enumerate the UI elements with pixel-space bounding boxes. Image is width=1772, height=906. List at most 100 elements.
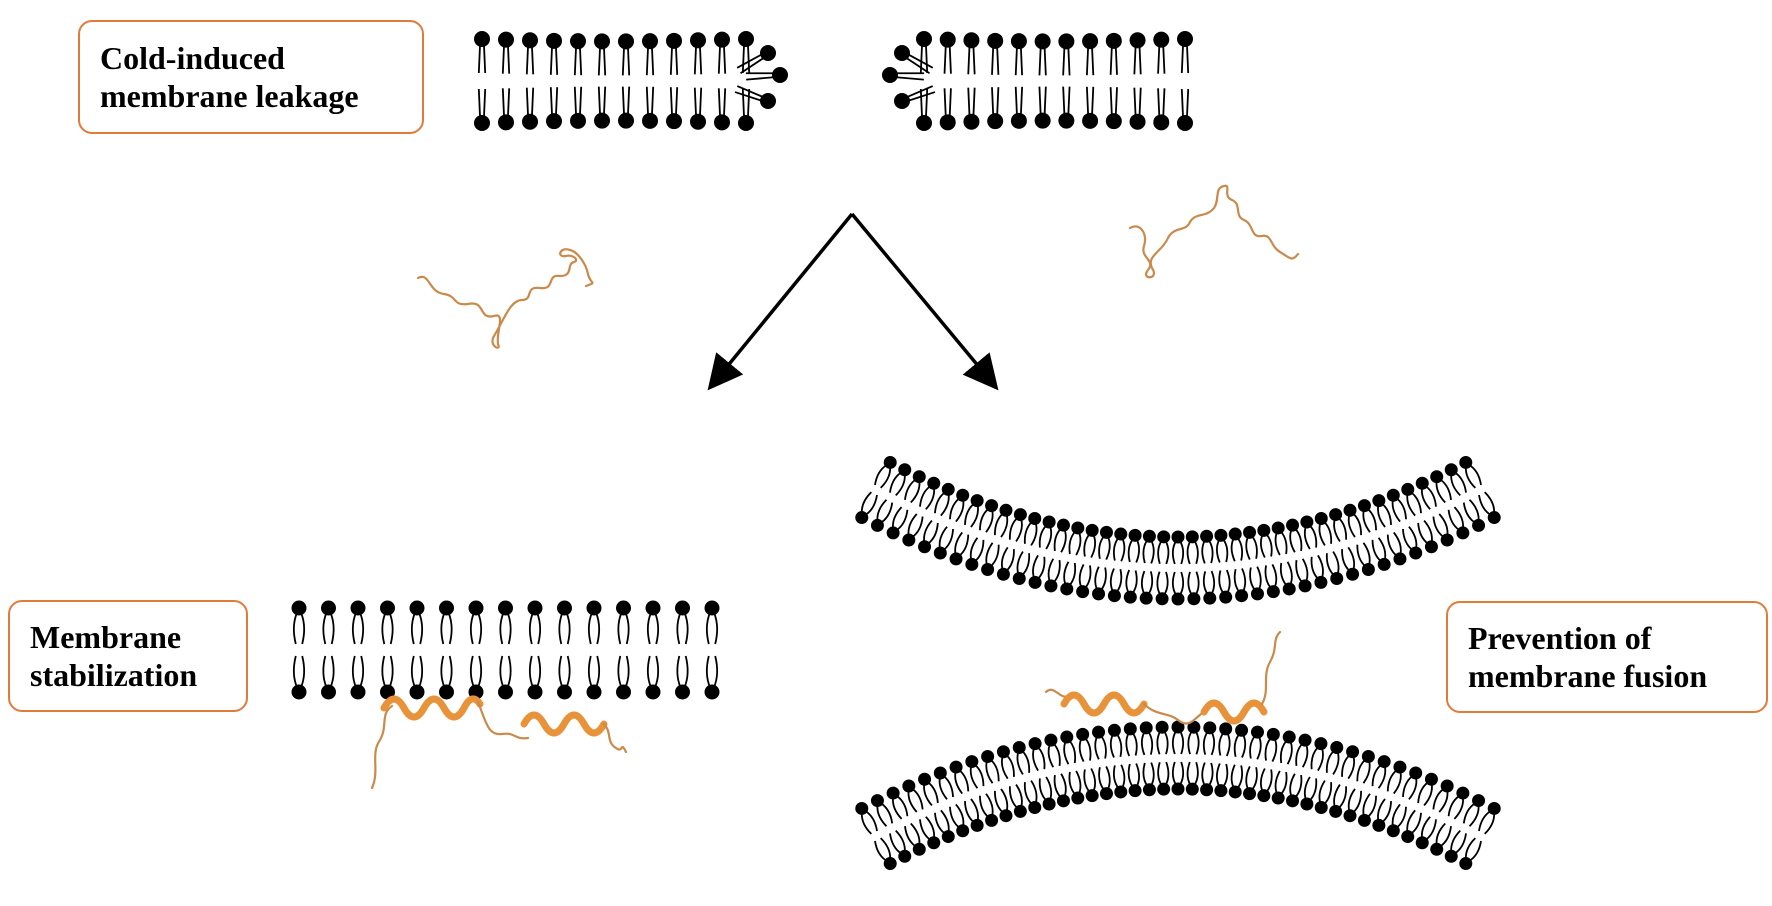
lipid-head <box>1228 527 1242 541</box>
lipid <box>1185 530 1199 565</box>
lipid-tail <box>1133 45 1137 75</box>
lipid <box>1177 88 1193 131</box>
lipid-tail <box>1201 539 1206 564</box>
lipid-tail <box>1201 762 1206 787</box>
lipid-tail <box>1047 744 1055 768</box>
lipid <box>1357 793 1377 827</box>
protein-coil <box>370 704 394 790</box>
lipid <box>1228 764 1243 799</box>
lipid-head <box>498 31 514 48</box>
lipid-tail <box>1402 775 1414 798</box>
lipid-tail <box>1037 556 1046 580</box>
lipid <box>618 33 634 76</box>
lipid <box>642 33 658 76</box>
lipid <box>1430 470 1452 504</box>
lipid-tail <box>876 499 888 522</box>
lipid-tail <box>1163 571 1169 596</box>
lipid <box>1341 546 1360 581</box>
lipid <box>546 32 562 75</box>
lipid <box>981 749 1000 784</box>
lipid-tail <box>1179 730 1185 755</box>
lipid-head <box>1266 585 1280 599</box>
lipid-head <box>939 114 956 131</box>
lipid-head <box>1329 804 1343 818</box>
lipid-tail <box>651 45 655 76</box>
lipid-tail <box>1157 540 1163 564</box>
lipid-head <box>963 113 980 130</box>
lipid-tail <box>300 655 306 688</box>
lipid-tail <box>1323 782 1333 805</box>
lipid-tail <box>1032 747 1039 772</box>
lipid-tail <box>1030 522 1038 546</box>
lipid <box>919 476 941 510</box>
lipid-tail <box>979 795 990 818</box>
lipid-tail <box>954 771 963 795</box>
lipid <box>1415 476 1437 510</box>
lipid-tail <box>927 522 939 545</box>
lipid-tail <box>925 43 929 74</box>
lipid-head <box>927 476 941 490</box>
lipid <box>642 86 658 129</box>
lipid-head <box>1028 511 1042 525</box>
lipid-head <box>1243 525 1257 539</box>
lipid-head <box>675 684 690 700</box>
lipid-head <box>1139 721 1153 735</box>
lipid <box>594 33 610 76</box>
lipid <box>1233 568 1249 603</box>
lipid <box>1233 723 1249 758</box>
lipid-head <box>1092 725 1106 739</box>
lipid-tail <box>1450 474 1461 497</box>
lipid-tail <box>1078 738 1085 762</box>
lipid-tail <box>499 612 505 645</box>
lipid <box>1107 568 1123 603</box>
lipid-head <box>1401 482 1415 496</box>
lipid-tail <box>907 513 918 536</box>
lipid-tail <box>555 45 559 75</box>
lipid <box>1127 763 1142 798</box>
lipid-head <box>690 113 706 130</box>
lipid-tail <box>1377 504 1386 528</box>
lipid-tail <box>1280 771 1288 796</box>
lipid-head <box>439 684 454 700</box>
lipid <box>1371 755 1391 789</box>
lipid-head <box>1257 523 1271 537</box>
lipid <box>1214 528 1229 563</box>
lipid-tail <box>1438 513 1449 536</box>
lipid-head <box>642 33 658 50</box>
lipid-tail <box>669 45 673 75</box>
lipid-tail <box>1085 45 1090 76</box>
lipid <box>474 88 490 131</box>
lipid <box>1279 561 1296 596</box>
lipid-head <box>870 518 884 532</box>
lipid-tail <box>1337 517 1347 540</box>
lipid-tail <box>943 44 947 74</box>
lipid <box>1444 463 1467 497</box>
lipid-tail <box>1256 566 1262 591</box>
lipid <box>1341 745 1360 780</box>
lipid <box>1068 770 1085 805</box>
lipid <box>618 86 634 129</box>
lipid-head <box>1142 529 1156 543</box>
lipid-head <box>1177 31 1193 47</box>
lipid-tail <box>1131 570 1138 594</box>
lipid-tail <box>1140 731 1146 756</box>
lipid-tail <box>1014 86 1018 117</box>
lipid-tail <box>1157 88 1161 118</box>
lipid <box>1462 499 1486 532</box>
lipid-tail <box>329 612 335 645</box>
lipid-tail <box>1171 761 1177 786</box>
lipid-tail <box>483 43 487 74</box>
lipid-tail <box>1157 762 1163 786</box>
lipid-tail <box>1207 539 1214 564</box>
lipid <box>409 655 425 700</box>
lipid-tail <box>1216 538 1221 563</box>
lipid-tail <box>501 44 505 74</box>
lipid-head <box>1171 530 1185 544</box>
lipid-tail <box>1468 499 1480 522</box>
lipid-tail <box>440 655 446 688</box>
lipid <box>934 482 955 517</box>
lipid-head <box>855 511 869 525</box>
lipid <box>1068 521 1085 556</box>
bound-protein-stabilization <box>370 695 628 790</box>
lipid <box>616 655 631 700</box>
